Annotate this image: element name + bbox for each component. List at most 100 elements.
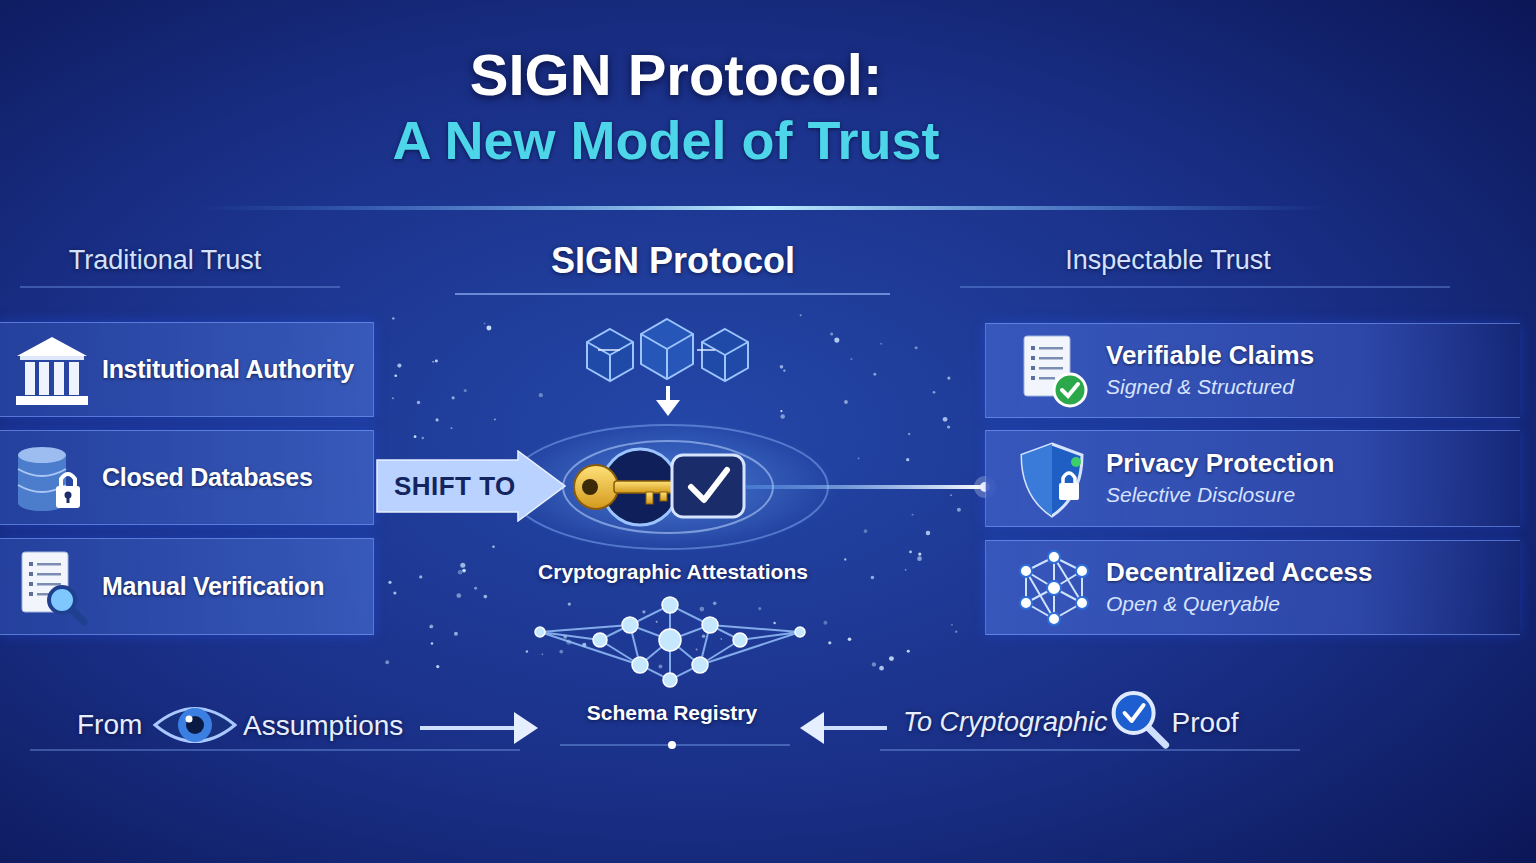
sparkle (462, 569, 466, 573)
sparkle (385, 660, 389, 664)
sparkle (844, 400, 848, 404)
sparkle (656, 621, 658, 623)
center-caption: Cryptographic Attestations (538, 560, 808, 584)
bottom-phrase: Assumptions (243, 710, 403, 742)
sparkle (871, 576, 874, 579)
box-text: Verifiable ClaimsSigned & Structured (1106, 340, 1500, 400)
sparkle (848, 638, 852, 642)
shift-arrow: SHIFT TO (376, 450, 566, 522)
block-cubes (587, 319, 748, 381)
sparkle (889, 656, 894, 661)
column-header: SIGN Protocol (551, 240, 795, 281)
left-arrow (800, 712, 887, 744)
sparkle (947, 377, 950, 380)
column-header: Traditional Trust (69, 245, 262, 276)
sparkle (823, 621, 827, 625)
center-caption: Schema Registry (587, 701, 757, 725)
sparkle (850, 358, 852, 360)
sparkle (417, 401, 420, 404)
sparkle (721, 638, 723, 640)
down-arrow (656, 386, 680, 416)
sparkle (431, 642, 433, 644)
sparkle (484, 323, 486, 325)
box-text: Institutional Authority (102, 355, 354, 384)
db-icon (12, 439, 92, 519)
bottom-phrase: From (77, 709, 142, 741)
sparkle (456, 593, 461, 598)
sparkle (905, 569, 907, 571)
magnifier-check-icon (1114, 693, 1166, 745)
sparkle (486, 326, 491, 331)
feature-box: Decentralized AccessOpen & Queryable (985, 540, 1520, 635)
sparkle (957, 508, 961, 512)
sparkle (915, 346, 918, 349)
sparkle (780, 414, 784, 418)
sparkle (879, 666, 884, 671)
bottom-rules (30, 750, 1300, 751)
bottom-phrase: Proof (1172, 707, 1239, 739)
box-text: Manual Verification (102, 572, 324, 601)
sparkle (700, 607, 705, 612)
box-heading: Verifiable Claims (1106, 340, 1500, 371)
eye-icon (155, 708, 235, 742)
sparkle (933, 391, 936, 394)
sparkle (864, 529, 868, 533)
sparkle (429, 625, 433, 629)
sparkle (951, 624, 953, 626)
feature-box: Privacy ProtectionSelective Disclosure (985, 430, 1520, 527)
sparkle (800, 314, 802, 316)
box-subtitle: Signed & Structured (1106, 373, 1500, 400)
sparkle (392, 397, 394, 399)
sparkle (696, 649, 698, 651)
trust-box: Manual Verification (0, 538, 374, 635)
shield-icon (1014, 440, 1094, 520)
sparkle (474, 587, 477, 590)
sparkle (844, 558, 846, 560)
sparkle (432, 361, 434, 363)
sparkle (419, 575, 422, 578)
sparkle (422, 437, 424, 439)
box-text: Closed Databases (102, 463, 313, 492)
box-heading: Decentralized Access (1106, 557, 1500, 588)
bottom-phrase: To Cryptographic (903, 707, 1108, 738)
sparkle (460, 563, 465, 568)
column-header: Inspectable Trust (1065, 245, 1271, 276)
sparkle (436, 418, 439, 421)
sparkle (909, 550, 912, 553)
sparkle (568, 602, 571, 605)
sparkle (880, 343, 882, 345)
sparkle (872, 662, 876, 666)
sparkle (955, 630, 957, 632)
sparkle (858, 457, 860, 459)
header-rules (20, 287, 1450, 294)
sparkle (542, 654, 544, 656)
check-icon (1014, 332, 1094, 412)
box-heading: Institutional Authority (102, 355, 354, 384)
box-subtitle: Open & Queryable (1106, 590, 1500, 617)
box-text: SHIFT TO (394, 471, 516, 502)
box-text: Privacy ProtectionSelective Disclosure (1106, 448, 1500, 508)
box-subtitle: Selective Disclosure (1106, 481, 1500, 508)
sparkle (943, 417, 948, 422)
sparkle (834, 338, 839, 343)
box-heading: Manual Verification (102, 572, 324, 601)
sparkle (642, 610, 645, 613)
schema-baseline (560, 741, 790, 749)
doc-icon (12, 548, 92, 628)
sparkle (483, 595, 487, 599)
bank-icon (12, 331, 92, 411)
sparkle (950, 494, 952, 496)
sparkle (713, 602, 717, 606)
sparkle (702, 634, 706, 638)
sparkle (926, 531, 930, 535)
sparkle (492, 546, 494, 548)
sparkle (414, 435, 417, 438)
sparkle (388, 581, 391, 584)
sparkle (918, 552, 921, 555)
sparkle (873, 373, 876, 376)
title: SIGN Protocol: (470, 42, 882, 109)
schema-network (535, 597, 805, 687)
sparkle (830, 332, 833, 335)
sparkle (906, 458, 909, 461)
